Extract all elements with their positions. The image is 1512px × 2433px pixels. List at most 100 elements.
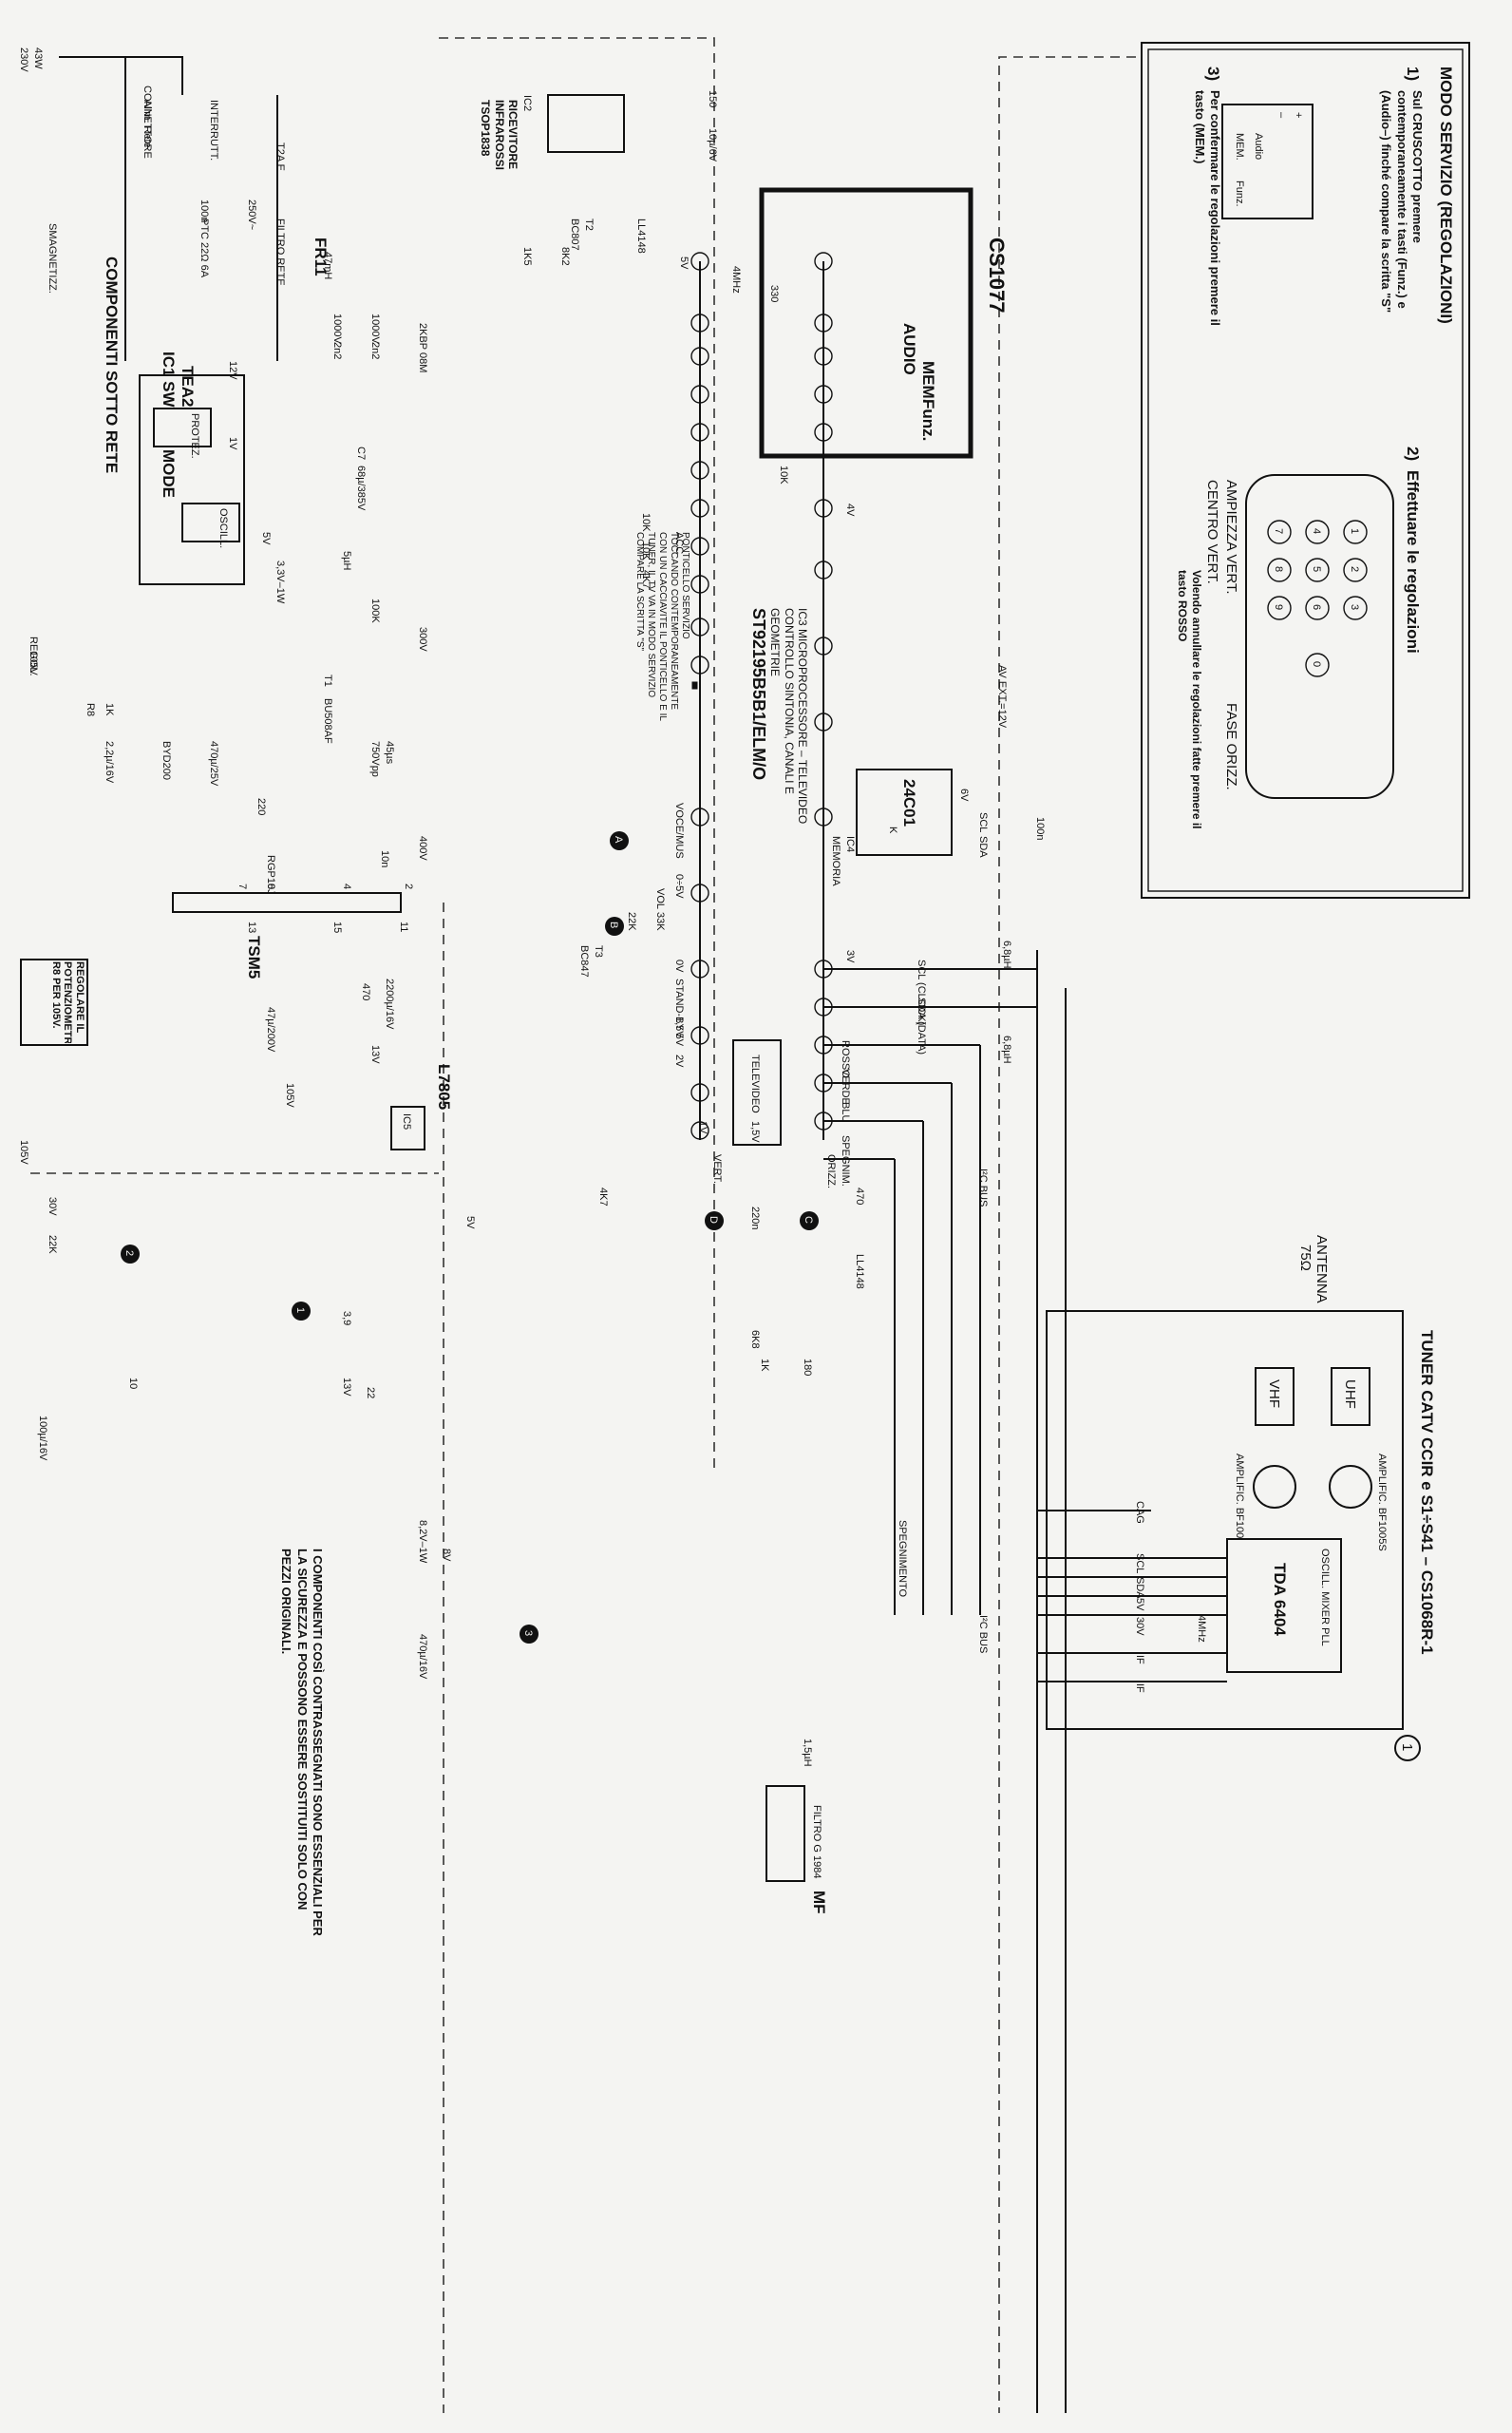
ic3-1-5v: 1,5V (673, 1017, 685, 1038)
psu-cap-2n2-a: 2n2 (331, 342, 343, 359)
svg-text:1: 1 (294, 1307, 306, 1313)
ic3-4v: 4V (844, 504, 856, 517)
ic3-6k8: 6K8 (749, 1330, 761, 1349)
psu-cap-1000v-b: 1000V (369, 314, 381, 344)
ic3-0-5v: 0÷5V (673, 874, 685, 899)
psu-degauss: SMAGNETIZZ. (47, 223, 58, 294)
ic4-6v: 6V (958, 789, 970, 802)
tuner-title: TUNER CATV CCIR e S1÷S41 – CS1068R-1 (1418, 1330, 1436, 1655)
tuner-cag: CAG (1134, 1501, 1145, 1524)
ic3-4k7: 4K7 (597, 1188, 609, 1207)
service-title: MODO SERVIZIO (REGOLAZIONI) (1437, 67, 1455, 324)
psu-10n: 10n (379, 850, 390, 867)
psu-d7: 3,3V–1W (274, 561, 286, 604)
svg-text:2: 2 (123, 1250, 135, 1256)
psu-400v: 400V (417, 836, 428, 861)
power-supply: 230V 43W CONNETTORE Alim. Rete INTERRUTT… (18, 48, 428, 652)
service-step1-text: Sul CRUSCOTTO premere contemporaneamente… (1379, 90, 1426, 314)
bus-blu: BLU (840, 1102, 851, 1122)
psu-note: REGOLARE IL POTENZIOMETRO R8 PER 105V. (49, 961, 85, 1043)
psu-bridge: 2KBP 08M (417, 323, 428, 372)
ic3-r37: 10K (640, 542, 652, 561)
ir-8k2: 8K2 (559, 247, 571, 266)
ic3-22k: 22K (626, 912, 637, 931)
panel-drawing (1221, 104, 1314, 219)
psu-p13: 13 (246, 922, 257, 933)
psu-switch: INTERRUTT. (208, 100, 219, 161)
service-cancel-text: Volendo annullare le regolazioni fatte p… (1176, 570, 1203, 829)
amp1-label: AMPLIFIC. BF1005S (1376, 1454, 1388, 1551)
ir-name: RICEVITORE INFRAROSSI (492, 100, 520, 171)
label-centro: CENTRO VERT. (1204, 480, 1220, 584)
psu-fr11-val: 47mH (322, 252, 333, 279)
ic3-standby: STAND-BY 5V (673, 979, 685, 1047)
psu-220: 220 (255, 798, 267, 815)
cs1077-keyboard: CS1077 AUDIO MEM. Funz. 330 10K (759, 187, 1009, 485)
filter-name: FILTRO G 1984 (811, 1805, 822, 1878)
ic3-microprocessor: IC3 MICROPROCESSORE – TELEVIDEO CONTROLL… (578, 252, 865, 1376)
dashed-boundary-tuner (998, 56, 1427, 2413)
psu-r8: R8 (85, 703, 96, 716)
ir-r150: 150 (707, 90, 718, 107)
ir-receiver: IC2 RICEVITORE INFRAROSSI TSOP1838 150 1… (479, 90, 718, 270)
panel-audio: Audio (1253, 133, 1264, 160)
svg-text:3: 3 (522, 1630, 534, 1636)
remote-control (1245, 474, 1394, 799)
svg-text:7: 7 (1273, 528, 1284, 534)
ic3-vol: VOL (654, 888, 666, 909)
psu-components-under: COMPONENTI SOTTO RETE (103, 257, 121, 473)
svg-text:C: C (803, 1216, 814, 1224)
psu-ptc: PTC 22Ω 6A (198, 219, 210, 278)
ic4-sda: SDA (977, 836, 989, 858)
psu-r22: 22 (365, 1387, 376, 1398)
panel-plus: + (1293, 112, 1304, 118)
psu-fuse: T2A E (274, 143, 286, 171)
psu-cap-1000v-a: 1000V (331, 314, 343, 344)
tuner-antenna-ohm: 75Ω (1297, 1245, 1314, 1271)
ir-1k5: 1K5 (521, 247, 533, 266)
ir-ic2: IC2 (521, 95, 533, 111)
psu-cap-2n2-b: 2n2 (369, 342, 381, 359)
psu-8v: 8V (441, 1549, 452, 1562)
svg-text:4: 4 (1311, 528, 1322, 534)
psu-rgp: RGP10J (265, 855, 276, 895)
psu-2u2: 2,2µ/16V (104, 741, 115, 784)
i2c-bus: SCL (CLOCK) SDA (DATA) I²C BUS I²C BUS 6… (823, 665, 1067, 2413)
dashed-boundary-top (439, 37, 715, 1468)
tuner-5v: 5V (1134, 1598, 1145, 1611)
label-fase: FASE ORIZZ. (1223, 703, 1239, 790)
psu-bydz: BYD200 (161, 741, 172, 780)
service-mode-box: MODO SERVIZIO (REGOLAZIONI) 1) Sul CRUSC… (1141, 42, 1470, 899)
ic1-oscill: OSCILL. (217, 508, 229, 548)
psu-mains-w: 43W (32, 48, 44, 69)
cs1077-r10k: 10K (778, 466, 789, 485)
televideo-label: TELEVIDEO (749, 1055, 761, 1113)
tuner-scl: SCL (1134, 1553, 1145, 1573)
tuner-section: TUNER CATV CCIR e S1÷S41 – CS1068R-1 ANT… (1037, 1235, 1436, 1761)
psu-r8-val: 1K (104, 703, 115, 716)
psu-t1-part: BU508AF (322, 698, 333, 744)
ic3-service-title: PONTICELLO SERVIZIO (680, 532, 690, 639)
if-filter: FILTRO G 1984 1,5µH MF (765, 1739, 828, 1914)
cs1077-name: CS1077 (985, 238, 1009, 314)
svg-text:6: 6 (1311, 604, 1322, 610)
tuner-if2: IF (1134, 1683, 1145, 1693)
ic3-sub: CONTROLLO SINTONIA, CANALI E GEOMETRIE (768, 608, 796, 794)
psu-mains: 230V (18, 48, 29, 72)
bus-i2c-b: I²C BUS (977, 1615, 989, 1653)
televideo-block (732, 1039, 782, 1146)
ic3-orizz: ORIZZ. (825, 1154, 837, 1188)
ic3-name: IC3 MICROPROCESSORE – TELEVIDEO (796, 608, 809, 825)
tuner-antenna: ANTENNA (1314, 1235, 1330, 1303)
psu-30v: 30V (47, 1197, 58, 1216)
tda-label: TDA 6404 (1271, 1563, 1289, 1636)
amp2-label: AMPLIFIC. BF1005S (1234, 1454, 1245, 1551)
psu-fr11: FR11 (312, 238, 330, 276)
bus-verde: VERDE (840, 1069, 851, 1105)
panel-mem: MEM. (1234, 133, 1245, 161)
panel-funz: Funz. (1234, 181, 1245, 207)
psu-c7: C7 (355, 447, 367, 460)
svg-text:A: A (613, 836, 624, 844)
ic3-1-5b: 1,5V (749, 1121, 761, 1143)
ic3-180: 180 (802, 1359, 813, 1376)
